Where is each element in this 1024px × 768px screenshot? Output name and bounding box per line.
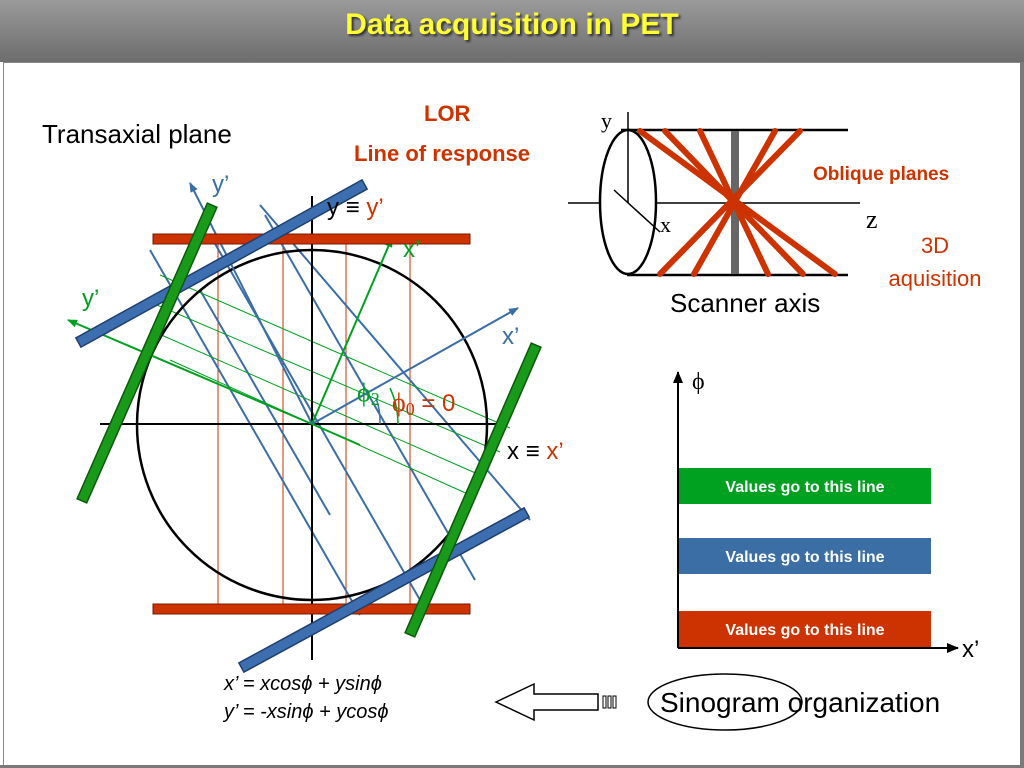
phi-zero-label: ϕ0 = 0 [392,388,455,419]
angle-arc [375,397,381,425]
y-prime-green-label: y’ [82,285,99,312]
phi2-label: ϕ2 [357,378,380,409]
scanner-x-axis [613,189,661,233]
band-blue-label: Values go to this line [725,549,884,566]
equation-x-prime: x’ = xcosϕ + ysinϕ [223,673,382,695]
oblique-lor [657,128,803,277]
sinogram-x-prime-label: x’ [962,636,979,663]
oblique-planes-label: Oblique planes [813,164,949,185]
red-detector-top [152,233,471,245]
oblique-lor [697,128,771,277]
y-equiv-label: y ≡ y’ [327,194,384,221]
scanner-3d-diagram [568,112,860,277]
transaxial-plane-label: Transaxial plane [42,119,232,149]
green-detector-right-fill [406,344,540,636]
header-band [0,0,1024,62]
green-parallel-lors [149,274,511,496]
green-lor [159,274,511,429]
y-prime-blue-label: y’ [212,171,229,198]
green-lor [149,329,481,476]
transaxial-diagram [67,178,542,674]
sinogram-band-green [679,468,931,504]
sinogram-phi-label: ϕ [692,369,705,395]
green-short-segment [311,423,361,446]
three-d-label: 3D [921,233,949,258]
equation-y-prime: y’ = -xsinϕ + ycosϕ [222,701,389,723]
red-detector-bottom [152,603,471,615]
blue-lor [149,249,361,616]
right-border [1020,62,1024,768]
blue-detector-top-fill [76,180,367,347]
blue-lor [264,214,476,581]
green-detector-left-fill [78,204,216,502]
x-prime-green-label: x’ [403,236,420,263]
band-red-label: Values go to this line [725,622,884,639]
x-equiv-label: x ≡ x’ [507,438,564,465]
left-arrow-icon [494,682,617,722]
angle-arc [389,387,399,425]
oblique-lors [637,128,838,277]
sinogram-highlight-ellipse [647,673,803,731]
aquisition-label: aquisition [889,266,982,291]
blue-detector-bottom-fill [239,508,529,672]
x-prime-blue-label: x’ [502,323,519,350]
x-prime-blue-axis [311,307,519,425]
sinogram-diagram [673,371,959,653]
green-lor [149,301,501,453]
band-green-label: Values go to this line [725,479,884,496]
blue-lor [259,204,531,521]
scanner-y-label: y [601,108,612,133]
sinogram-band-blue [679,538,931,574]
y-prime-green-axis [67,319,313,425]
scanner-x-label: x [660,212,671,237]
scanner-axis-label: Scanner axis [670,288,820,318]
scanner-z-label: z [866,205,878,234]
sinogram-organization-label: Sinogram organization [660,687,940,718]
line-of-response-label: Line of response [354,141,530,166]
sinogram-band-red [679,611,931,647]
lor-label: LOR [424,101,471,126]
slide-title: Data acquisition in PET [345,8,679,41]
content-area [3,62,1022,767]
x-prime-green-axis [311,237,393,425]
bottom-border [0,765,1024,768]
